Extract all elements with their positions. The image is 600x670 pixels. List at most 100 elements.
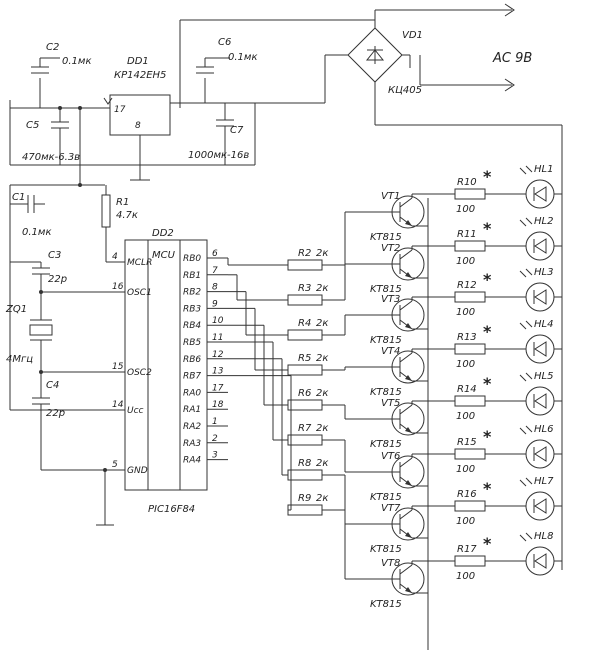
led-ref: HL7 [534,476,554,487]
mcu-right-pin-name: RB1 [183,271,201,281]
base-resistor-ref: R8 [298,458,311,469]
mcu-right-pin-name: RB3 [183,304,201,314]
mcu-right-pin-number: 17 [212,383,224,393]
base-resistor-ref: R2 [298,248,311,259]
mcu-right-pin-number: 13 [212,367,224,377]
base-resistor [287,364,323,376]
regulator-pin-gnd: 8 [135,121,141,131]
mcu-left-pin-name: GND [127,466,148,476]
led-resistor-ref: R14 [457,384,477,395]
transistor-part: KT815 [370,232,402,243]
c5-ref: C5 [26,120,39,131]
crystal-zq1 [29,324,53,336]
mcu-right-pin-number: 6 [212,249,218,259]
transistor-ref: VT6 [381,451,400,462]
regulator-ref: DD1 [127,56,149,67]
mcu-left-pin-name: MCLR [127,258,152,268]
led-resistor-ref: R11 [457,229,477,240]
transistor [391,247,428,281]
c4-value: 22р [46,408,65,419]
base-resistor-value: 2к [316,353,328,364]
cap-c2 [31,57,60,108]
led [519,268,562,312]
led-resistor-mark: * [483,427,492,446]
base-resistor-value: 2к [316,458,328,469]
cap-c6 [196,57,230,103]
mcu-right-pin-name: RA2 [183,422,201,432]
mcu-right-pin-name: RB2 [183,288,201,298]
led-resistor [454,448,486,460]
led-resistor-mark: * [483,374,492,393]
led-resistor [454,240,486,252]
led-ref: HL6 [534,424,553,435]
r1-ref: R1 [116,197,129,208]
c2-value: 0.1мк [62,56,92,67]
c7-value: 1000мк-16в [188,150,249,161]
led-resistor [454,343,486,355]
mcu-right-pin-name: RA0 [183,388,201,398]
transistor-part: KT815 [370,439,402,450]
c4-ref: C4 [46,380,59,391]
mcu-right-pin-number: 1 [212,417,218,427]
led-resistor-value: 100 [456,359,475,370]
led-resistor-value: 100 [456,411,475,422]
mcu-right-pin-number: 8 [212,283,218,293]
mcu-left-pin-name: OSC1 [127,288,152,298]
mcu-support: C1 0.1мк R1 4.7к C3 22р ZQ1 4Мгц [5,183,138,526]
mcu-left-pin-name: Ucc [127,406,144,416]
mcu-right-pin-name: RA1 [183,405,201,415]
mcu-left-pin-name: OSC2 [127,368,152,378]
led-ref: HL1 [534,164,553,175]
led-resistor [454,500,486,512]
zq1-value: 4Мгц [6,354,33,365]
bridge-ref: VD1 [402,30,423,41]
led-resistor-value: 100 [456,256,475,267]
led [519,532,562,576]
mcu-body [124,239,208,491]
led-resistor-ref: R17 [457,544,477,555]
base-resistor-ref: R5 [298,353,311,364]
led-resistor-mark: * [483,167,492,186]
mcu-right-pin-number: 9 [212,299,218,309]
mcu-right-pin-number: 11 [212,333,223,343]
led-resistor [454,395,486,407]
c1-value: 0.1мк [22,227,52,238]
ac-label: AC 9B [492,51,532,66]
transistor-part: KT815 [370,335,402,346]
led-resistor-mark: * [483,219,492,238]
base-resistor [287,294,323,306]
mcu-right-pin-number: 3 [212,451,218,461]
mcu-right-pin-name: RB6 [183,355,201,365]
led [519,477,562,521]
transistor [391,562,428,596]
mcu-ref: DD2 [152,228,174,239]
base-resistor [287,434,323,446]
transistor-ref: VT5 [381,398,400,409]
c7-ref: C7 [230,125,244,136]
base-resistor-ref: R4 [298,318,311,329]
led-resistor-mark: * [483,479,492,498]
transistor-ref: VT2 [381,243,400,254]
mcu-right-pin-name: RB5 [183,338,201,348]
zq1-ref: ZQ1 [5,304,27,315]
base-resistor-value: 2к [316,318,328,329]
led-resistor-ref: R15 [457,437,477,448]
mcu-left-pin-number: 4 [112,252,118,262]
led-resistor-ref: R13 [457,332,477,343]
transistor-ref: VT3 [381,294,400,305]
led-resistor-mark: * [483,270,492,289]
transistor [391,350,428,384]
c6-value: 0.1мк [228,52,258,63]
transistor [391,455,428,489]
transistor-part: KT815 [370,599,402,610]
ac-input-arrows [374,3,515,92]
bridge-rectifier [347,27,403,83]
mcu-chip: DD2 MCU PIC16F84 4MCLR16OSC115OSC214Ucc5… [112,228,228,515]
led-resistor-value: 100 [456,464,475,475]
